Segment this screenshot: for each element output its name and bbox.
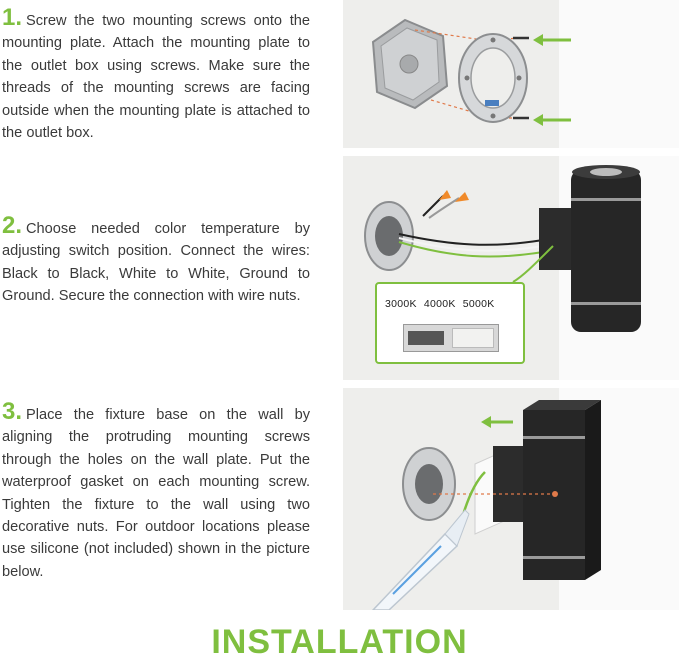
wall-edge — [559, 0, 679, 148]
installation-title: INSTALLATION — [211, 623, 468, 661]
step-2-text: Choose needed color temperature by adjus… — [2, 221, 310, 305]
step-3-drawing — [371, 400, 601, 610]
step-2-instructions: 2.Choose needed color temperature by adj… — [2, 214, 310, 308]
fixture-bracket — [539, 208, 575, 270]
step-1-text: Screw the two mounting screws onto the m… — [2, 13, 310, 142]
mounting-screws — [513, 36, 529, 120]
step-1-illustration — [343, 0, 679, 148]
outlet-box-icon — [371, 18, 449, 110]
mounting-plate-icon — [458, 33, 528, 123]
temp-label-3000k: 3000K — [385, 298, 417, 310]
step-3-number: 3. — [2, 398, 23, 425]
wall-light-fixture-icon — [523, 400, 601, 580]
wire-nut-icon — [439, 190, 469, 202]
arrow-left-icon — [481, 416, 513, 428]
wires — [398, 195, 544, 258]
step-3-text: Place the fixture base on the wall by al… — [2, 407, 310, 580]
step-3-instructions: 3.Place the fixture base on the wall by … — [2, 400, 310, 583]
color-temperature-callout: 3000K 4000K 5000K — [375, 282, 525, 364]
decorative-nut — [552, 491, 558, 497]
temp-label-5000k: 5000K — [462, 298, 495, 310]
color-temperature-switch — [403, 324, 499, 352]
step-2-illustration: 3000K 4000K 5000K — [343, 156, 679, 380]
arrow-left-icon — [533, 34, 571, 126]
color-temperature-labels: 3000K 4000K 5000K — [385, 298, 502, 310]
callout-line — [512, 245, 554, 283]
temp-label-4000k: 4000K — [423, 298, 456, 310]
fixture-bracket — [493, 446, 527, 522]
switch-knob — [452, 328, 494, 348]
mounting-plate-icon — [402, 447, 456, 521]
step-2-drawing — [364, 165, 641, 332]
mounting-plate-icon — [364, 201, 414, 271]
step-2-number: 2. — [2, 212, 23, 239]
step-1-drawing — [371, 18, 571, 126]
wall-light-fixture-icon — [571, 165, 641, 332]
step-3-illustration — [343, 388, 679, 610]
step-1-instructions: 1.Screw the two mounting screws onto the… — [2, 6, 310, 144]
step-1-number: 1. — [2, 4, 23, 31]
silicone-tube-icon — [371, 509, 470, 610]
switch-slot — [408, 331, 444, 345]
